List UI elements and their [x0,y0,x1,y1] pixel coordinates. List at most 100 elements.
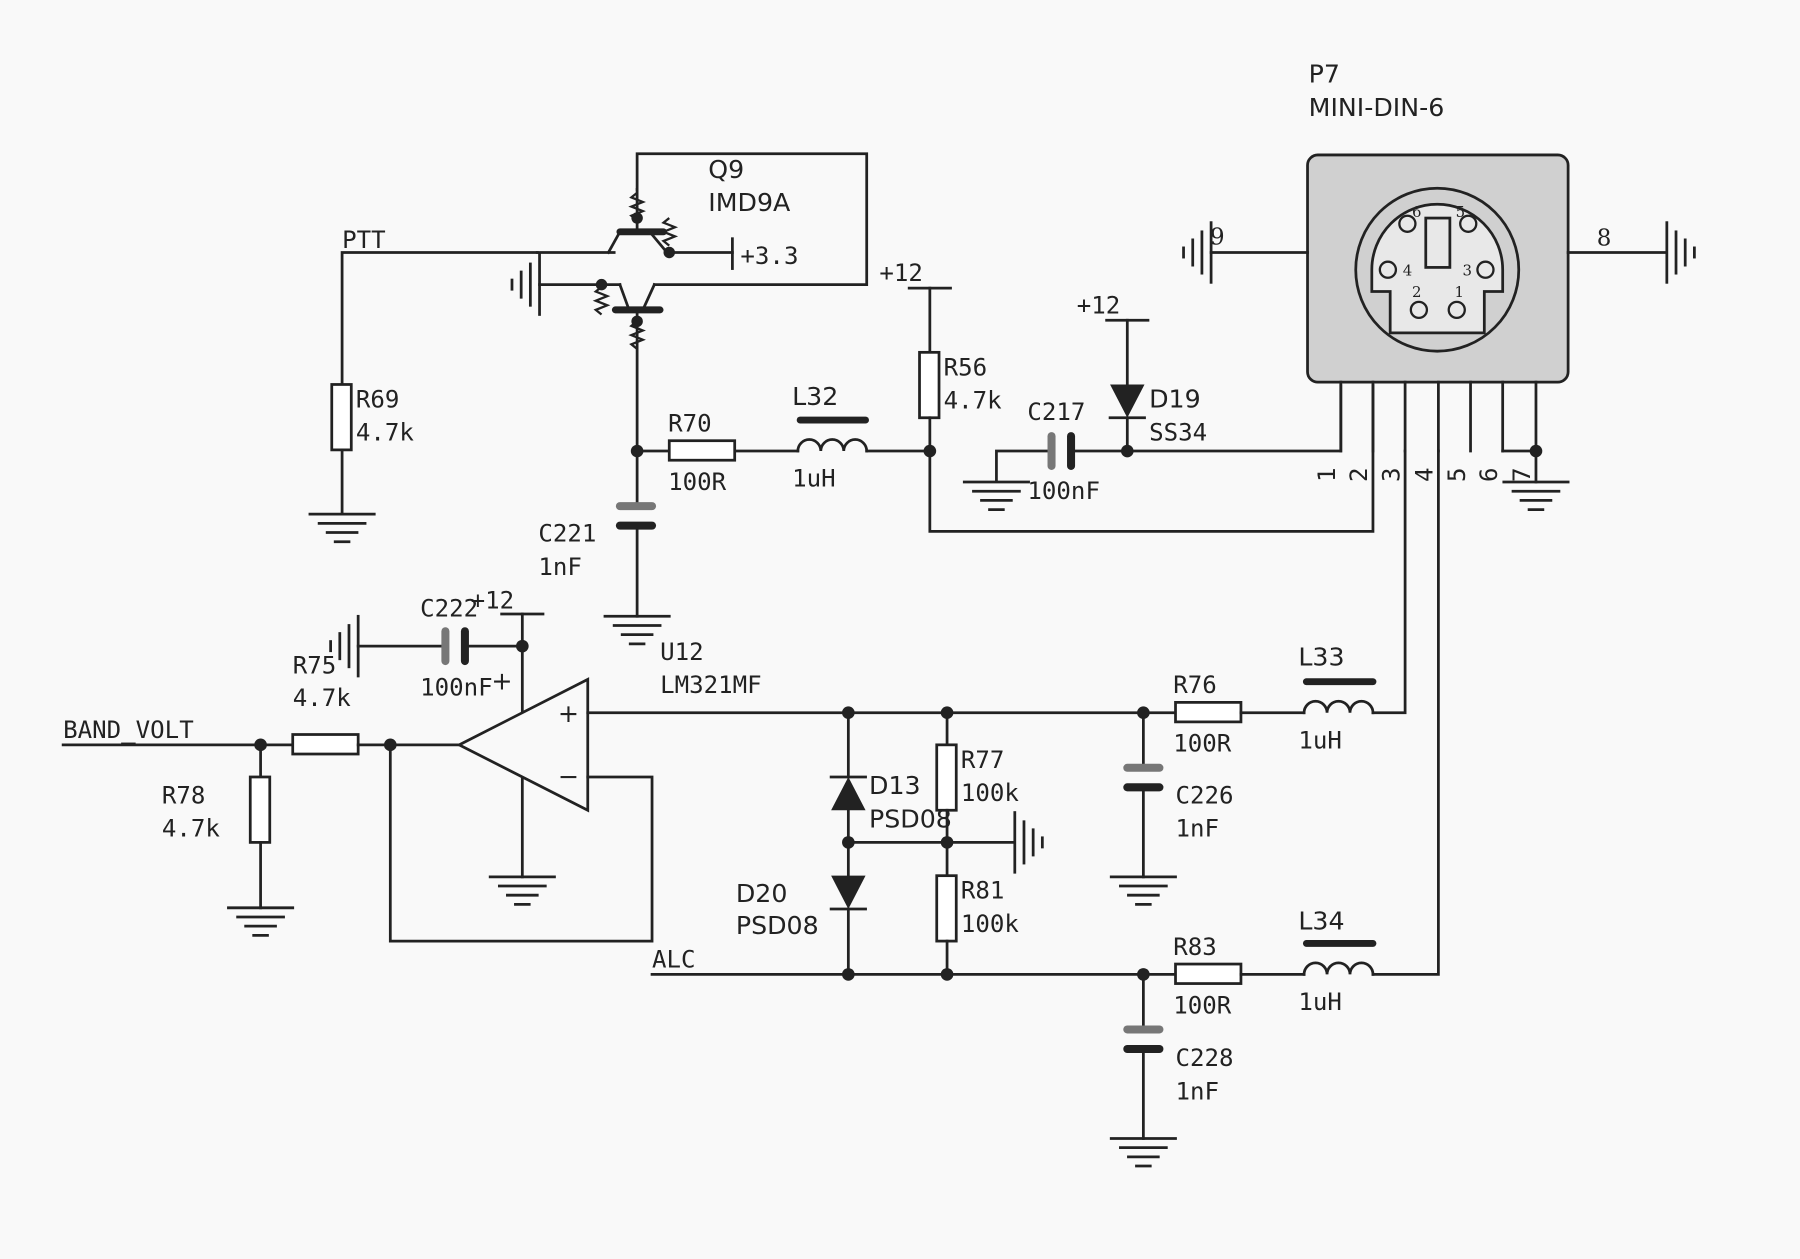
face-pin-1: 1 [1454,283,1463,301]
opamp-output-line [586,706,1177,720]
transistor-q9[interactable]: Q9 IMD9A +3.3 [535,152,869,453]
diode-d19[interactable]: +12 D19 SS34 [1077,291,1207,458]
face-pin-6: 6 [1412,203,1421,221]
feedback-wire [388,743,654,943]
ptt-net-wires: PTT [340,226,539,386]
pin6-7-ground [1501,444,1543,484]
face-pin-4: 4 [1403,261,1412,279]
capacitor-c228[interactable]: C228 1nF [1123,972,1234,1140]
p7-pin-7: 7 [1508,468,1536,483]
pin2-wire [928,384,1375,533]
net-label-3v3: +3.3 [740,242,798,270]
diode-d13[interactable]: D13 PSD08 [829,711,952,878]
u12-minus-input: − [558,762,579,791]
d20-ref: D20 [736,879,788,908]
resistor-r75[interactable]: R75 4.7k [291,652,461,756]
ground-symbol [1109,875,1177,906]
capacitor-c221[interactable]: C221 1nF [538,449,657,618]
c217-ref: C217 [1027,398,1085,426]
p7-pin-2: 2 [1345,468,1373,483]
p7-pin-3: 3 [1377,468,1405,483]
r56-value: 4.7k [944,387,1003,415]
r70-ref: R70 [668,410,712,438]
r76-ref: R76 [1173,671,1217,699]
l33-value: 1uH [1298,726,1342,754]
r75-ref: R75 [293,652,337,680]
resistor-r78[interactable]: R78 4.7k [162,743,272,910]
inductor-l34[interactable]: L34 1uH [1298,907,1377,1016]
net-label-12v-r56: +12 [879,259,923,287]
l32-value: 1uH [792,465,836,493]
l34-ref: L34 [1298,907,1344,936]
capacitor-c217[interactable]: C217 100nF [995,398,1129,505]
p7-ref: P7 [1309,60,1340,89]
ground-symbol [1109,1137,1177,1168]
d19-ref: D19 [1149,384,1201,413]
ground-symbol [329,614,360,678]
q9-value: IMD9A [708,188,791,217]
inductor-l33[interactable]: L33 1uH [1298,643,1377,755]
face-pin-5: 5 [1456,203,1465,221]
c221-ref: C221 [538,520,596,548]
resistor-r76[interactable]: R76 100R [1173,671,1306,758]
p7-pin-4: 4 [1411,468,1439,483]
inductor-l32[interactable]: L32 1uH [792,382,870,493]
resistor-r81[interactable]: R81 100k [935,874,1020,976]
capacitor-c226[interactable]: C226 1nF [1123,711,1234,879]
c226-value: 1nF [1176,815,1220,843]
d13-ref: D13 [869,771,921,800]
p7-pin-5: 5 [1443,468,1471,483]
net-label-alc: ALC [652,945,696,973]
ground-symbol [962,480,1030,511]
din-face-pins: 6 5 4 3 2 1 [1378,203,1495,320]
ground-symbol [1665,221,1696,284]
l33-ref: L33 [1298,643,1344,672]
u12-supply-plus: + [491,667,512,696]
pin3-wire [1371,449,1407,715]
l32-ref: L32 [792,382,838,411]
d19-value: SS34 [1149,419,1207,447]
net-label-12v-u12: +12 [471,586,515,614]
r69-value: 4.7k [356,419,415,447]
net-label-12v-d19: +12 [1077,291,1121,319]
c221-value: 1nF [538,553,582,581]
resistor-r69[interactable]: R69 4.7k [330,383,415,516]
resistor-r56[interactable]: +12 R56 4.7k [879,259,1003,453]
r69-ref: R69 [356,385,400,413]
resistor-r70[interactable]: R70 100R [667,410,737,497]
diode-d20[interactable]: D20 PSD08 [736,875,867,976]
ground-symbol [510,253,541,316]
capacitor-c222[interactable]: C222 100nF [356,594,524,701]
ground-symbol [603,614,671,646]
p7-pin-1: 1 [1313,468,1341,483]
c228-value: 1nF [1176,1077,1220,1105]
supply-12v-u12: +12 [471,586,545,653]
connector-p7[interactable]: P7 MINI-DIN-6 6 5 4 3 2 1 9 8 [1209,60,1666,483]
r78-value: 4.7k [162,815,221,843]
pin4-wire [1371,449,1440,976]
c222-value: 100nF [420,673,493,701]
r83-value: 100R [1173,991,1232,1019]
u12-value: LM321MF [660,671,762,699]
p7-pin-9: 9 [1210,224,1225,250]
r77-value: 100k [961,779,1020,807]
band-volt-net: BAND_VOLT [61,716,295,752]
r78-ref: R78 [162,781,206,809]
p7-pin-8: 8 [1597,226,1612,252]
net-label-ptt: PTT [342,226,386,254]
c217-value: 100nF [1027,477,1100,505]
p7-value: MINI-DIN-6 [1309,93,1445,122]
ground-symbol [227,906,295,937]
r75-value: 4.7k [293,684,352,712]
l34-value: 1uH [1298,988,1342,1016]
ground-symbol [308,512,376,544]
resistor-r77[interactable]: R77 100k [935,711,1020,878]
c226-ref: C226 [1176,781,1234,809]
ground-symbol [1182,221,1213,284]
face-pin-2: 2 [1412,283,1421,301]
alc-net: ALC [650,945,1177,981]
resistor-r83[interactable]: R83 100R [1173,933,1306,1020]
opamp-u12[interactable]: + − + U12 LM321MF [456,638,762,879]
r83-ref: R83 [1173,933,1217,961]
